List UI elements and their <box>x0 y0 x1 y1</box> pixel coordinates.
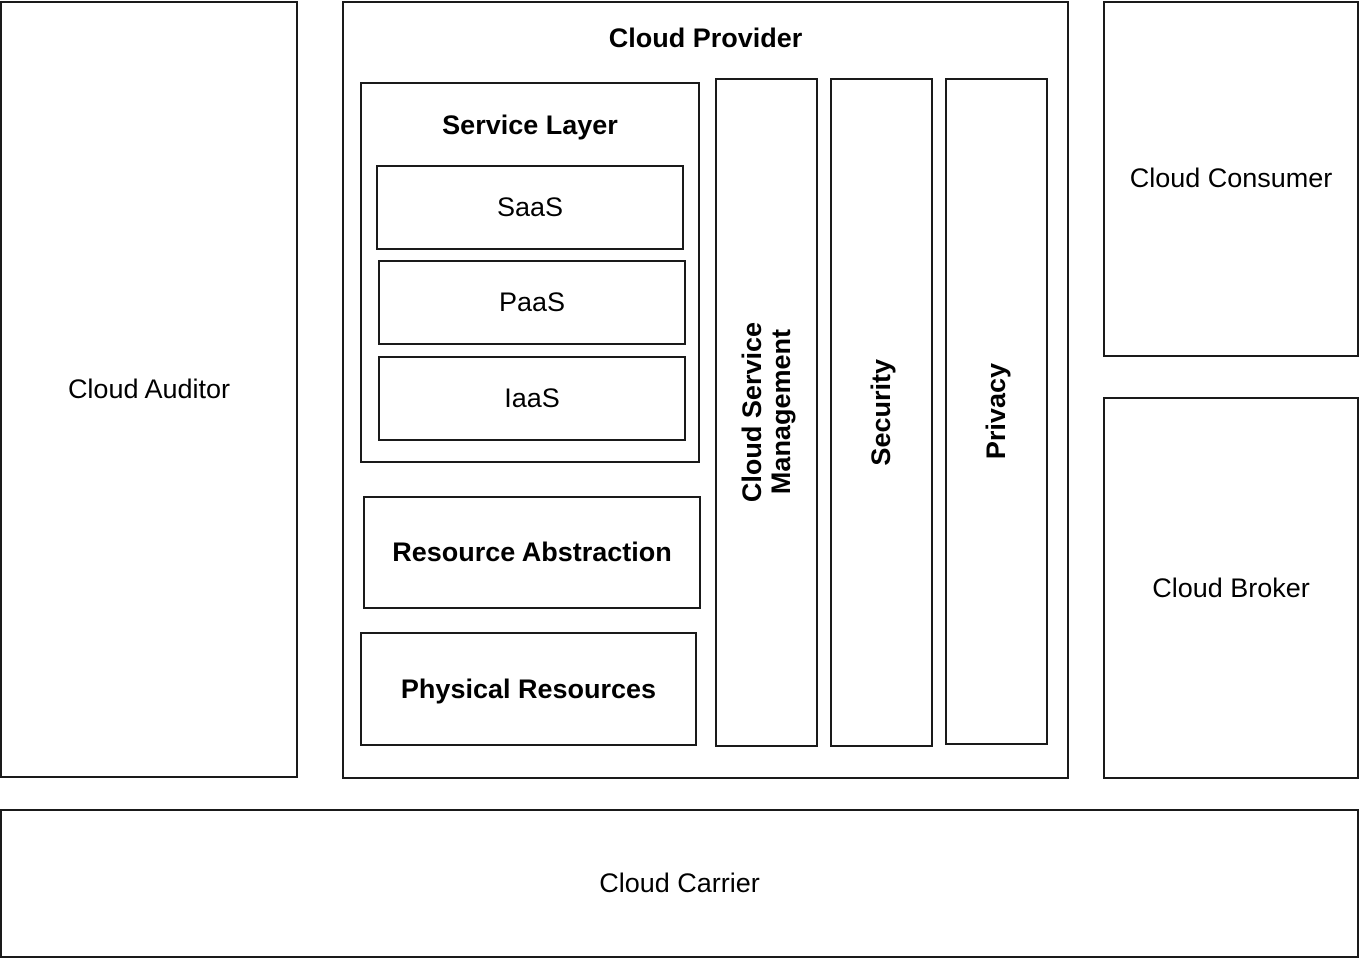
cloud-carrier-box: Cloud Carrier <box>0 809 1359 958</box>
cloud-broker-box: Cloud Broker <box>1103 397 1359 779</box>
cloud-broker-label: Cloud Broker <box>1152 572 1310 603</box>
cloud-auditor-label: Cloud Auditor <box>67 374 231 404</box>
paas-label: PaaS <box>498 287 566 317</box>
cloud-service-management-line2: Management <box>765 329 796 496</box>
cloud-auditor-box: Cloud Auditor <box>0 1 298 778</box>
privacy-box: Privacy <box>945 78 1048 745</box>
resource-abstraction-label: Resource Abstraction <box>392 537 672 567</box>
cloud-service-management-box: Cloud Service Management <box>715 78 818 747</box>
service-layer-title: Service Layer <box>442 110 618 140</box>
cloud-consumer-box: Cloud Consumer <box>1103 1 1359 357</box>
saas-label: SaaS <box>496 192 564 222</box>
cloud-carrier-label: Cloud Carrier <box>599 868 760 898</box>
cloud-service-management-line1: Cloud Service <box>736 322 767 503</box>
physical-resources-box: Physical Resources <box>360 632 697 746</box>
cloud-consumer-label: Cloud Consumer <box>1129 163 1333 193</box>
resource-abstraction-box: Resource Abstraction <box>363 496 701 609</box>
privacy-label: Privacy <box>981 363 1011 460</box>
security-box: Security <box>830 78 933 747</box>
paas-box: PaaS <box>378 260 686 345</box>
cloud-service-management-label: Cloud Service Management <box>736 322 796 503</box>
physical-resources-label: Physical Resources <box>400 673 657 704</box>
iaas-box: IaaS <box>378 356 686 441</box>
cloud-provider-title: Cloud Provider <box>608 23 803 53</box>
saas-box: SaaS <box>376 165 684 250</box>
iaas-label: IaaS <box>504 383 560 413</box>
security-label: Security <box>866 359 896 466</box>
